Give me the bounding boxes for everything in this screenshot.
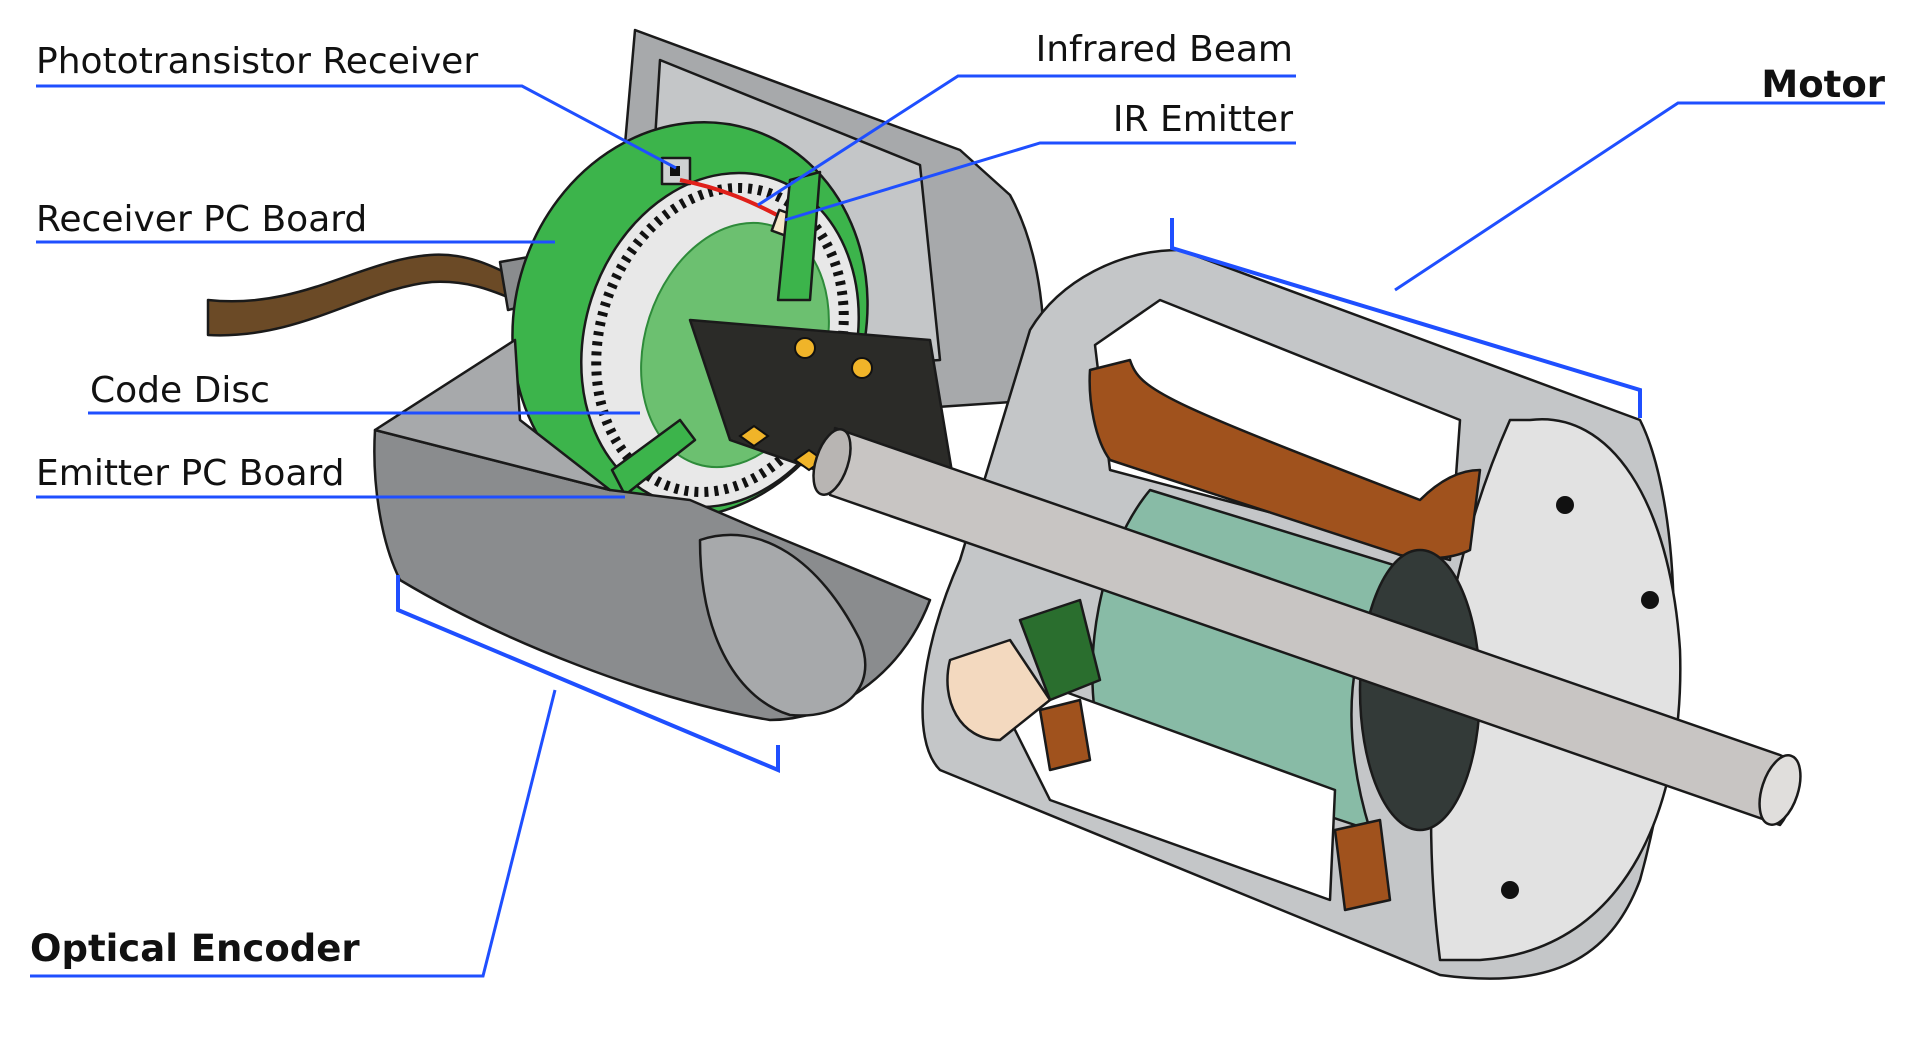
encoder-housing-end-face: [698, 533, 867, 717]
shaft-start: [812, 428, 852, 496]
optical-encoder-bracket: [396, 575, 780, 774]
label-code-disc: Code Disc: [90, 370, 270, 411]
hub-contact-1: [794, 337, 816, 359]
end-cap-hole-3: [1501, 881, 1519, 899]
label-phototransistor-receiver: Phototransistor Receiver: [36, 41, 479, 82]
label-ir-emitter: IR Emitter: [1112, 99, 1293, 140]
leader-infrared-beam: [757, 74, 1296, 207]
leader-motor: [1394, 101, 1885, 292]
motor-winding-top: [1088, 358, 1482, 560]
brush-block: [946, 638, 1052, 742]
encoder-housing-top-edge: [373, 338, 612, 492]
emitter-pc-board-lower: [610, 418, 697, 497]
label-emitter-pc-board: Emitter PC Board: [36, 453, 345, 494]
motor-bracket: [1170, 218, 1642, 418]
end-cap-hole-2: [1641, 591, 1659, 609]
end-cap-hole-1: [1556, 496, 1574, 514]
leader-ir-emitter: [784, 141, 1296, 222]
shaft-end: [1758, 754, 1802, 826]
hub-contact-2: [851, 357, 873, 379]
emitter-pc-board-upper: [776, 170, 822, 302]
leader-phototransistor-receiver: [36, 84, 677, 170]
brush-copper: [1038, 698, 1092, 772]
label-receiver-pc-board: Receiver PC Board: [36, 199, 368, 240]
leader-lines: [30, 74, 1885, 978]
hub-contact-3: [738, 424, 770, 448]
phototransistor-window: [670, 166, 680, 176]
leader-optical-encoder: [30, 689, 557, 978]
motor-winding-bottom: [1333, 818, 1392, 912]
label-optical-encoder: Optical Encoder: [30, 927, 360, 970]
cable: [206, 253, 522, 337]
label-infrared-beam: Infrared Beam: [1035, 29, 1293, 70]
brush-holder: [1018, 598, 1102, 702]
label-motor: Motor: [1761, 63, 1885, 106]
